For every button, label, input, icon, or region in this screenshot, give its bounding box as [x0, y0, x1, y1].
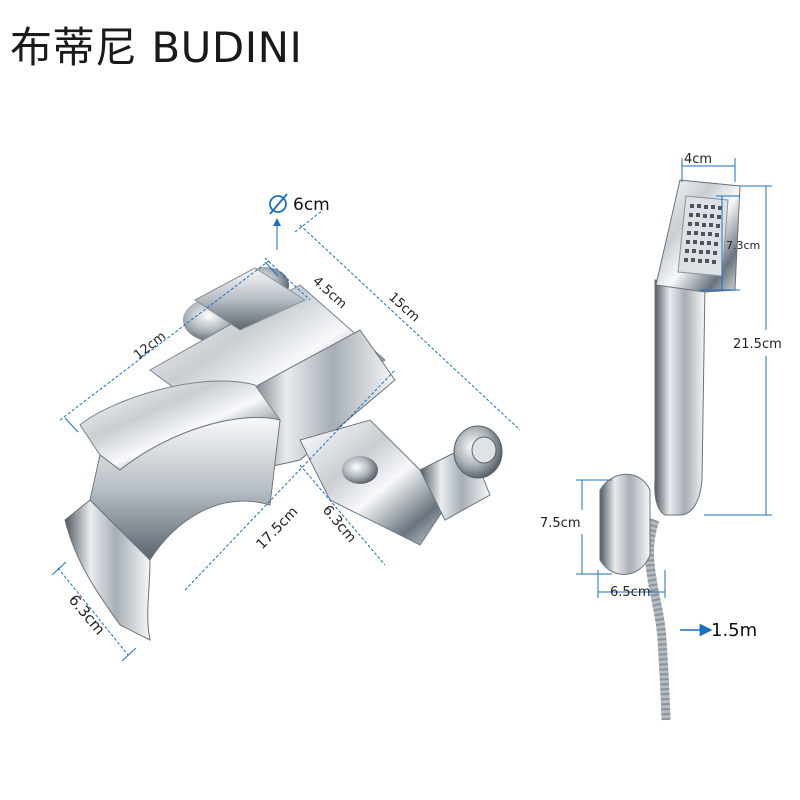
outlet-thread — [471, 436, 497, 464]
shower-handle — [654, 279, 706, 516]
diverter-knob — [342, 456, 378, 484]
tick-6-3-b — [121, 647, 137, 662]
top-guide-1 — [294, 209, 324, 233]
label-diameter: 6cm — [293, 195, 330, 215]
label-head-width: 4cm — [684, 152, 712, 167]
label-head-length: 21.5cm — [733, 337, 782, 352]
shower-dimensions — [576, 158, 772, 637]
label-body-length: 17.5cm — [253, 504, 301, 553]
label-hose-length: 1.5m — [711, 620, 757, 641]
diverter-arm — [299, 419, 451, 546]
lever-top — [194, 267, 307, 331]
label-bracket-width: 6.5cm — [610, 585, 651, 600]
dim-line-6-3cm-right — [299, 464, 386, 566]
tick-6-3-a — [51, 561, 67, 576]
spout-front — [64, 499, 151, 641]
label-length-top: 15cm — [385, 290, 422, 325]
spout-mid — [89, 417, 281, 561]
dim-line-17-5cm — [184, 369, 396, 591]
dim-line-6-3cm-left — [57, 567, 129, 656]
tick-12cm-a — [64, 417, 79, 433]
bathtub-faucet — [64, 267, 503, 641]
dim-line-15cm — [299, 224, 521, 431]
label-spout-width: 12cm — [131, 329, 169, 363]
brand-title: 布蒂尼 BUDINI — [10, 23, 303, 72]
tick-12cm-b — [264, 261, 279, 277]
dim-line-4-5cm — [264, 257, 311, 301]
dim-line-12cm — [59, 259, 271, 421]
diameter-symbol — [269, 193, 288, 215]
label-bracket-height: 7.5cm — [540, 516, 581, 531]
wall-bracket — [599, 473, 651, 575]
label-head-face: 7.3cm — [726, 239, 760, 252]
faucet-dimensions — [51, 209, 521, 662]
hand-shower — [599, 179, 741, 721]
